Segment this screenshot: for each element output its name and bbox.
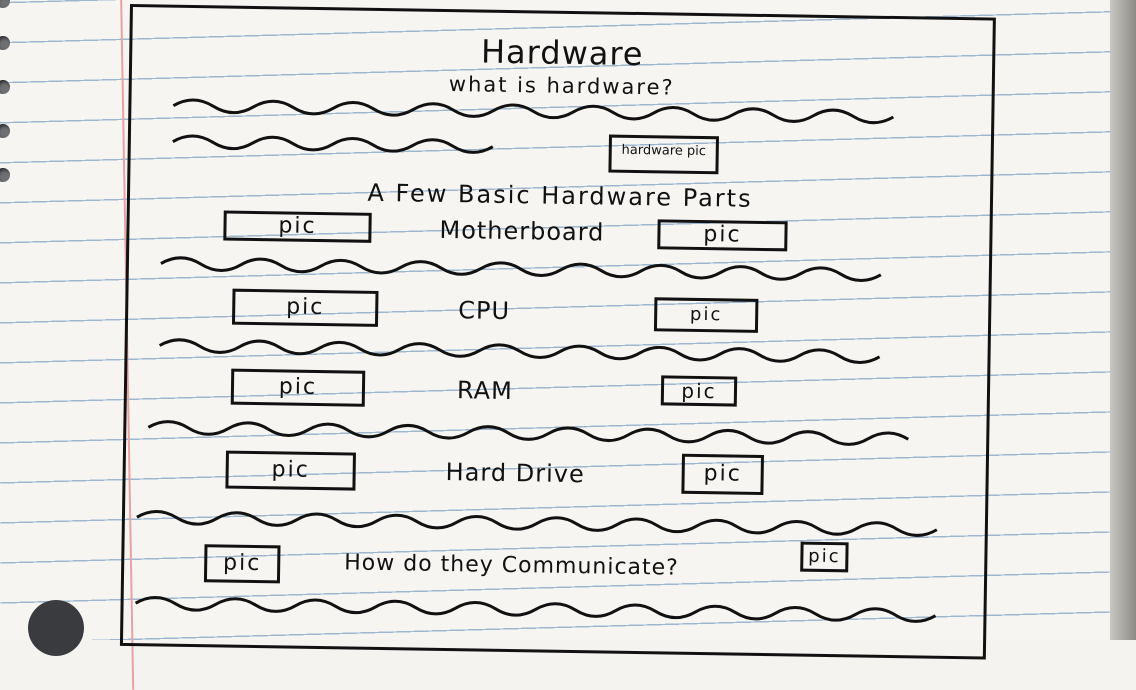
ram-pic-left[interactable]: pic [230, 368, 366, 407]
binder-hole [0, 124, 10, 138]
hard-drive-pic-right[interactable]: pic [681, 453, 764, 496]
part-label-ram: RAM [456, 376, 514, 406]
notebook-paper [0, 0, 1136, 640]
communication-heading: How do they Communicate? [344, 550, 680, 581]
binder-hole [0, 36, 10, 50]
text-placeholder-line [160, 256, 882, 283]
wireframe-page: Hardware what is hardware? hardware pic … [119, 4, 996, 660]
ram-pic-right[interactable]: pic [660, 375, 738, 407]
binder-hole [0, 0, 10, 8]
binder-hole [0, 80, 10, 94]
motherboard-pic-right[interactable]: pic [657, 219, 788, 252]
text-placeholder-line [172, 98, 895, 125]
text-placeholder-line [134, 595, 937, 623]
text-placeholder-line [136, 509, 938, 537]
binder-hole [0, 168, 10, 182]
hardware-image-placeholder: hardware pic [608, 134, 719, 175]
part-label-cpu: CPU [458, 296, 511, 326]
hard-drive-pic-left[interactable]: pic [225, 450, 356, 491]
cpu-pic-right[interactable]: pic [653, 297, 759, 333]
text-placeholder-line [158, 338, 881, 364]
communication-pic-left[interactable]: pic [203, 544, 281, 584]
binder-hole [28, 600, 84, 656]
part-label-hard-drive: Hard Drive [445, 458, 585, 489]
communication-pic-right[interactable]: pic [800, 541, 849, 573]
cpu-pic-left[interactable]: pic [231, 288, 379, 327]
text-placeholder-line [147, 420, 910, 446]
notebook-edge [1110, 0, 1136, 640]
part-label-motherboard: Motherboard [439, 215, 605, 247]
motherboard-pic-left[interactable]: pic [223, 210, 372, 243]
text-placeholder-line [172, 134, 494, 154]
